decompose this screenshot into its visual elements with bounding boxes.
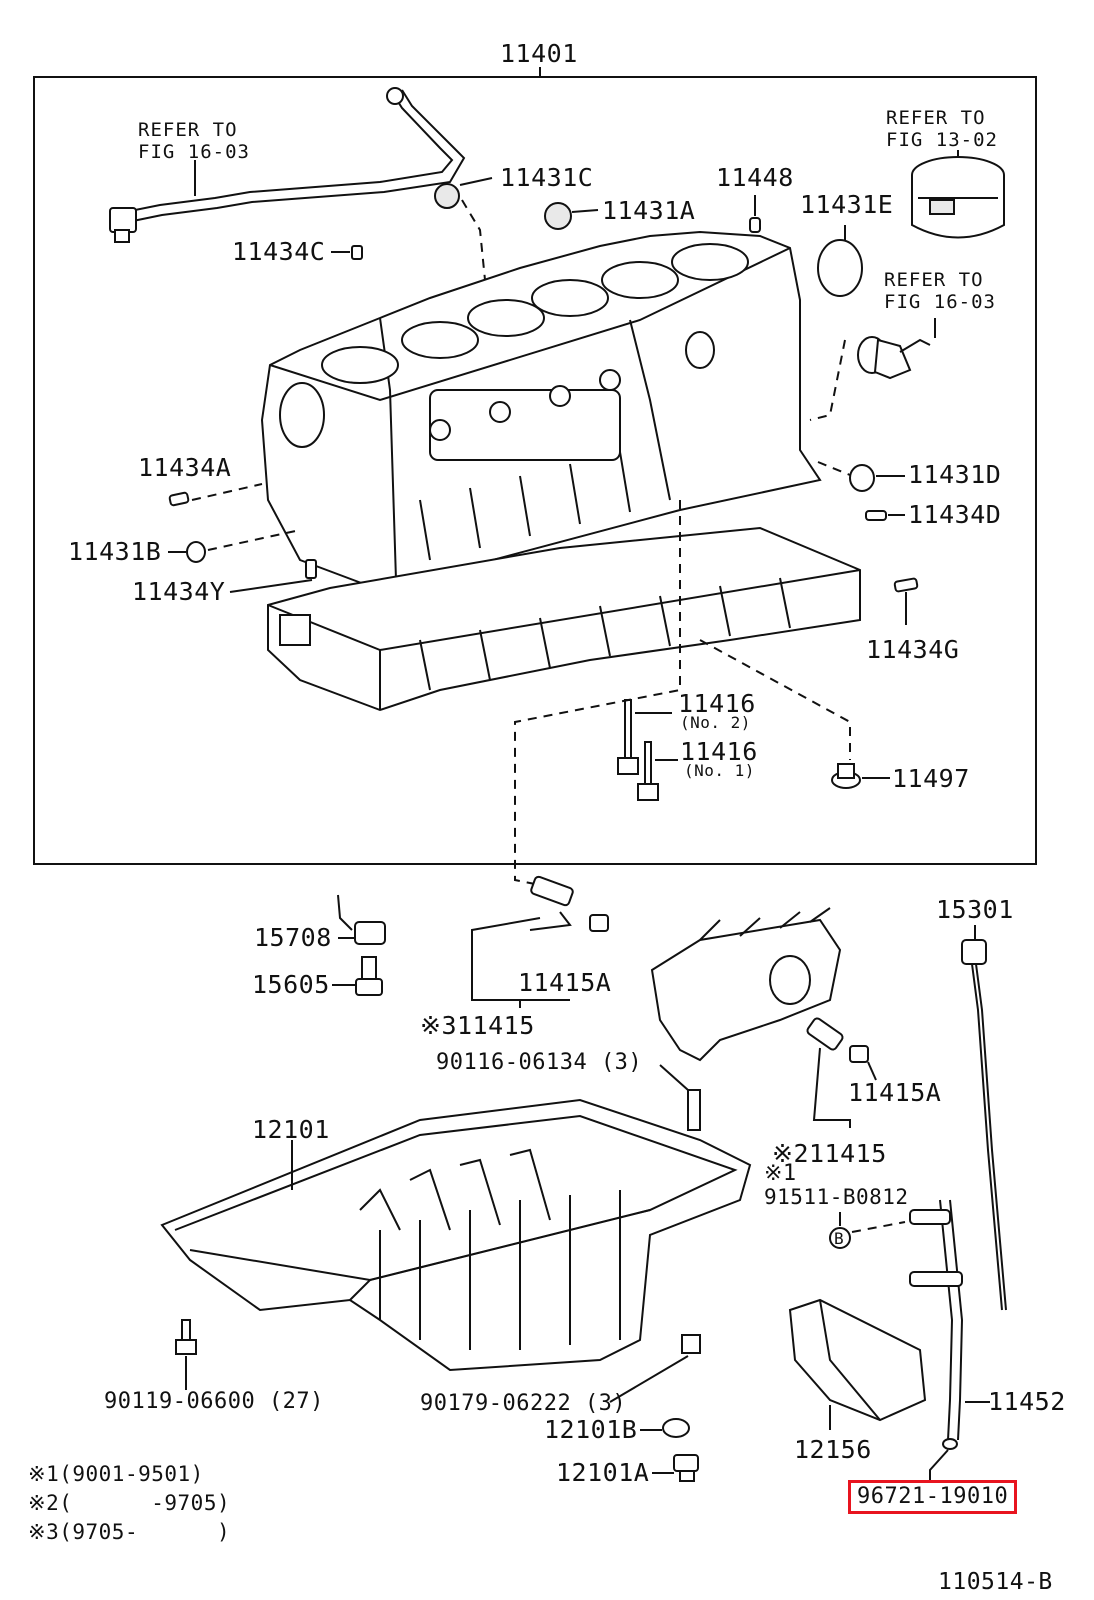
label-96721-highlighted[interactable]: 96721-19010	[848, 1480, 1018, 1514]
valve-15605	[355, 956, 383, 996]
oil-jet-211415	[806, 1017, 869, 1063]
block-lower-case	[267, 526, 861, 712]
oil-elbow-ref	[857, 336, 931, 380]
figure-number: 110514-B	[938, 1569, 1053, 1595]
plug-11431D	[849, 464, 875, 492]
plug-11448	[749, 217, 761, 233]
label-90116: 90116-06134 (3)	[436, 1050, 643, 1075]
label-11431B: 11431B	[68, 537, 162, 566]
label-12101: 12101	[252, 1115, 330, 1144]
label-11452: 11452	[988, 1387, 1066, 1416]
label-refer-fig-13-02: REFER TO	[886, 107, 986, 129]
nozzle-15708	[337, 894, 386, 945]
pin-11434C	[351, 245, 363, 260]
level-gauge-15301	[961, 939, 1007, 1311]
pin-11434D	[865, 510, 887, 521]
label-11416-no2: 11416	[678, 689, 756, 718]
note-star3: ※3(9705- )	[28, 1520, 231, 1544]
nut-90179	[681, 1334, 701, 1354]
label-15708: 15708	[254, 923, 332, 952]
label-90119: 90119-06600 (27)	[104, 1389, 324, 1414]
label-refer-fig-16-03-right-b: FIG 16-03	[884, 291, 996, 313]
plug-11431C	[434, 183, 460, 209]
pin-11434A	[168, 491, 190, 507]
label-11415A-right: 11415A	[848, 1078, 942, 1107]
label-11416-no2-sub: (No. 2)	[680, 713, 751, 732]
label-12101B: 12101B	[544, 1415, 638, 1444]
label-11497: 11497	[892, 764, 970, 793]
label-11431C: 11431C	[500, 163, 594, 192]
gasket-12101B	[662, 1418, 690, 1438]
label-15301: 15301	[936, 895, 1014, 924]
label-11431D: 11431D	[908, 460, 1002, 489]
drain-plug-12101A	[673, 1454, 699, 1482]
label-refer-fig-13-02-b: FIG 13-02	[886, 129, 998, 151]
label-refer-fig-16-03-top: REFER TO	[138, 119, 238, 141]
level-gauge-guide-11452	[909, 1199, 964, 1441]
label-11416-no1: 11416	[680, 737, 758, 766]
bolt-11416-no1	[637, 741, 659, 801]
oil-filter-bracket	[650, 907, 842, 1062]
block-group-frame	[33, 76, 1037, 865]
ventilation-pipe	[109, 87, 466, 243]
label-311415: ※311415	[420, 1011, 535, 1040]
label-11401: 11401	[500, 39, 578, 68]
plug-11431E	[817, 239, 863, 297]
label-12156: 12156	[794, 1435, 872, 1464]
label-91511: 91511-B0812	[764, 1185, 909, 1209]
plug-11431A	[544, 202, 572, 230]
label-11434C: 11434C	[232, 237, 326, 266]
label-11448: 11448	[716, 163, 794, 192]
label-15605: 15605	[252, 970, 330, 999]
label-11431A: 11431A	[602, 196, 696, 225]
label-star1: ※1	[764, 1161, 797, 1186]
plug-11497	[831, 763, 861, 789]
label-11434G: 11434G	[866, 635, 960, 664]
note-star2: ※2( -9705)	[28, 1491, 231, 1515]
baffle-12156	[788, 1298, 927, 1422]
label-refer-fig-16-03-right: REFER TO	[884, 269, 984, 291]
label-refer-fig-16-03-top-b: FIG 16-03	[138, 141, 250, 163]
bolt-91511	[829, 1227, 851, 1249]
bolt-90119	[175, 1319, 197, 1355]
label-11434D: 11434D	[908, 500, 1002, 529]
label-11415A-left: 11415A	[518, 968, 612, 997]
label-211415: ※211415	[772, 1139, 887, 1168]
label-11431E: 11431E	[800, 190, 894, 219]
label-11434Y: 11434Y	[132, 577, 226, 606]
label-11416-no1-sub: (No. 1)	[684, 761, 755, 780]
stud-90116	[687, 1089, 701, 1131]
plug-11431B	[186, 541, 206, 563]
bolt-11416-no2	[617, 699, 639, 775]
note-star1: ※1(9001-9501)	[28, 1462, 204, 1486]
oil-pan-12101	[160, 1098, 752, 1372]
pin-11434Y	[305, 559, 317, 579]
label-90179: 90179-06222 (3)	[420, 1391, 627, 1416]
piston-ref	[911, 156, 1005, 239]
oil-jet-311415	[529, 875, 609, 932]
oring-96721	[942, 1438, 958, 1450]
pin-11434G	[893, 577, 919, 593]
label-12101A: 12101A	[556, 1458, 650, 1487]
label-11434A: 11434A	[138, 453, 232, 482]
label-bolt-b: B	[834, 1229, 845, 1248]
